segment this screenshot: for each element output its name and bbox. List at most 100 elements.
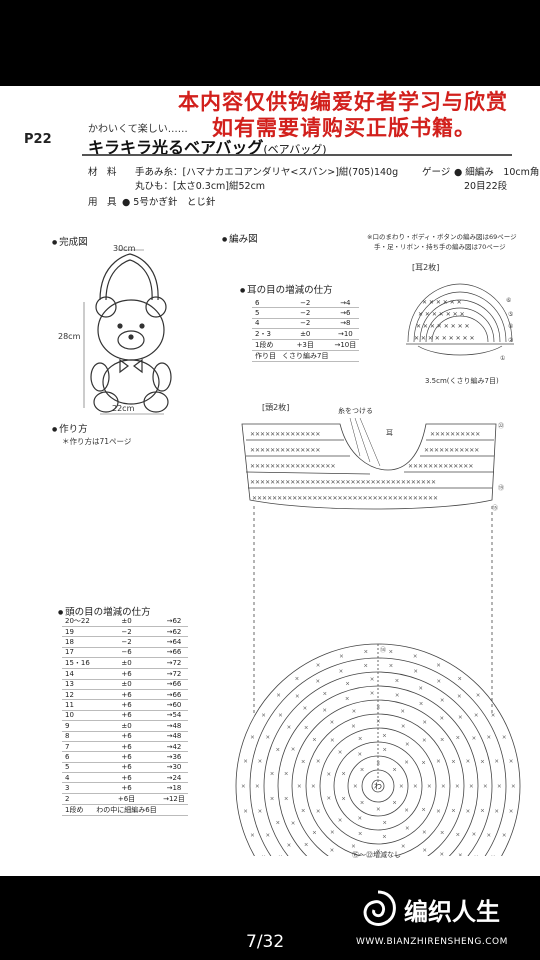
viewer-bottom-bar: 7/32 编织人生 WWW.BIANZHIRENSHENG.COM bbox=[0, 876, 540, 960]
svg-text:✕: ✕ bbox=[276, 821, 281, 827]
svg-text:✕: ✕ bbox=[376, 807, 381, 813]
svg-text:✕: ✕ bbox=[436, 809, 441, 815]
svg-text:✕: ✕ bbox=[364, 650, 369, 656]
svg-text:⑥: ⑥ bbox=[506, 297, 511, 304]
svg-text:✕: ✕ bbox=[502, 833, 507, 839]
svg-text:✕: ✕ bbox=[258, 809, 263, 815]
svg-text:✕: ✕ bbox=[440, 716, 445, 722]
svg-text:✕: ✕ bbox=[399, 784, 404, 790]
svg-text:✕: ✕ bbox=[316, 663, 321, 669]
svg-text:✕: ✕ bbox=[466, 759, 471, 765]
svg-text:✕: ✕ bbox=[250, 735, 255, 741]
svg-text:✕✕✕✕✕✕✕✕✕✕✕✕✕✕✕✕✕: ✕✕✕✕✕✕✕✕✕✕✕✕✕✕✕✕✕ bbox=[250, 463, 335, 470]
head-table-cell: −2 bbox=[93, 626, 160, 638]
svg-text:✕✕✕✕✕✕✕✕✕✕✕✕✕✕: ✕✕✕✕✕✕✕✕✕✕✕✕✕✕ bbox=[250, 431, 320, 438]
svg-text:✕: ✕ bbox=[404, 808, 409, 814]
ear-table-row: 1段め+3目→10目 bbox=[252, 339, 360, 352]
ear-table-cell: +3目 bbox=[279, 339, 332, 352]
ear-table-cell: 5 bbox=[252, 307, 279, 319]
head-table-row: 15・16±0→72 bbox=[62, 657, 188, 670]
title-rule bbox=[82, 154, 512, 156]
head-table-row: 13±0→66 bbox=[62, 679, 188, 690]
svg-text:✕: ✕ bbox=[457, 694, 462, 700]
svg-text:✕: ✕ bbox=[358, 832, 363, 838]
svg-text:✕: ✕ bbox=[270, 772, 275, 778]
head-table-row: 7+6→42 bbox=[62, 741, 188, 753]
ear-table-title: 耳の目の増減の仕方 bbox=[240, 282, 333, 296]
gauge-value-2: 20目22段 bbox=[464, 181, 508, 192]
svg-text:✕: ✕ bbox=[358, 752, 363, 758]
bear-height-dim: 28cm bbox=[58, 332, 81, 341]
ear-table-cell: 1段め bbox=[252, 339, 279, 352]
head-table-cell: ±0 bbox=[93, 657, 160, 670]
head-table-cell: →66 bbox=[160, 689, 188, 701]
svg-text:✕: ✕ bbox=[312, 738, 317, 744]
ear-table-cell: くさり編み7目 bbox=[279, 350, 332, 363]
svg-text:✕✕✕✕✕✕✕✕✕✕✕✕✕✕✕✕✕✕✕✕✕✕✕✕✕✕✕✕✕✕: ✕✕✕✕✕✕✕✕✕✕✕✕✕✕✕✕✕✕✕✕✕✕✕✕✕✕✕✕✕✕✕✕✕✕✕✕✕ bbox=[252, 495, 438, 502]
svg-text:✕: ✕ bbox=[456, 736, 461, 742]
head-table-cell: 17 bbox=[62, 647, 94, 659]
head-table-cell: +6 bbox=[93, 741, 160, 753]
svg-text:✕: ✕ bbox=[382, 733, 387, 739]
svg-text:✕: ✕ bbox=[491, 855, 496, 856]
svg-text:⑤: ⑤ bbox=[508, 311, 513, 318]
head-table-cell: 19 bbox=[62, 626, 94, 638]
svg-text:✕: ✕ bbox=[301, 808, 306, 814]
head-table-cell: →48 bbox=[160, 731, 188, 742]
head-table-cell: +6 bbox=[93, 699, 160, 711]
head-table-row: 11+6→60 bbox=[62, 699, 188, 711]
svg-text:✕: ✕ bbox=[376, 705, 381, 711]
head-table-cell: 10 bbox=[62, 710, 94, 722]
svg-text:✕: ✕ bbox=[436, 759, 441, 765]
head-table-row: 12+6→66 bbox=[62, 689, 188, 701]
svg-text:✕: ✕ bbox=[480, 809, 485, 815]
svg-text:⑭: ⑭ bbox=[380, 646, 386, 654]
gauge-value-1: ● 細編み 10cm角 bbox=[454, 167, 540, 178]
head-table-cell: +6 bbox=[93, 668, 160, 680]
ear-table-row: 作り目くさり編み7目 bbox=[252, 350, 360, 363]
head-table-cell: 20〜22 bbox=[62, 616, 94, 627]
svg-text:✕: ✕ bbox=[266, 833, 271, 839]
head-table-row: 19−2→62 bbox=[62, 626, 188, 638]
head-table-cell: →18 bbox=[160, 782, 188, 794]
head-table-cell: +6 bbox=[93, 772, 160, 784]
svg-text:✕: ✕ bbox=[440, 698, 445, 704]
svg-text:✕: ✕ bbox=[330, 830, 335, 836]
head-table-row: 5+6→30 bbox=[62, 762, 188, 774]
svg-text:✕✕✕✕✕✕✕✕✕✕✕: ✕✕✕✕✕✕✕✕✕✕✕ bbox=[424, 447, 479, 454]
svg-text:✕: ✕ bbox=[261, 855, 266, 856]
svg-text:✕: ✕ bbox=[422, 738, 427, 744]
ear-table-row: 5−2→6 bbox=[252, 307, 360, 319]
head-stitch-chart: ✕✕✕✕✕✕✕✕✕✕✕✕✕✕ ✕✕✕✕✕✕✕✕✕✕✕✕✕✕ ✕✕✕✕✕✕✕✕✕✕… bbox=[235, 417, 521, 856]
svg-text:✕: ✕ bbox=[370, 677, 375, 683]
svg-text:✕: ✕ bbox=[276, 747, 281, 753]
svg-text:✕: ✕ bbox=[295, 694, 300, 700]
head-table-cell: +6 bbox=[93, 710, 160, 722]
head-table-cell: +6 bbox=[93, 689, 160, 701]
svg-text:✕: ✕ bbox=[472, 736, 477, 742]
head-table-cell: 12 bbox=[62, 689, 94, 701]
page-number: P22 bbox=[24, 132, 52, 147]
head-table-cell: →24 bbox=[160, 772, 188, 784]
head-table-cell: −2 bbox=[93, 636, 160, 648]
svg-text:✕: ✕ bbox=[389, 664, 394, 670]
svg-text:✕: ✕ bbox=[427, 784, 432, 790]
ear-table-cell: →8 bbox=[331, 318, 360, 330]
svg-text:✕: ✕ bbox=[341, 771, 346, 777]
head-table-row: 10+6→54 bbox=[62, 710, 188, 722]
svg-text:✕: ✕ bbox=[297, 784, 302, 790]
svg-text:✕: ✕ bbox=[241, 784, 246, 790]
svg-text:⑲: ⑲ bbox=[498, 484, 504, 492]
how-to-note: ＊作り方は71ページ bbox=[62, 437, 132, 446]
svg-text:✕: ✕ bbox=[270, 796, 275, 802]
bear-bag-illustration bbox=[83, 249, 172, 415]
head-table-cell: →66 bbox=[160, 679, 188, 690]
finished-heading: 完成図 bbox=[52, 234, 88, 248]
svg-text:✕✕✕✕✕✕✕✕✕✕✕✕✕: ✕✕✕✕✕✕✕✕✕✕✕✕✕ bbox=[408, 463, 473, 470]
head-table-cell: 4 bbox=[62, 772, 94, 784]
svg-text:✕: ✕ bbox=[304, 725, 309, 731]
tools-label: 用 具 bbox=[88, 197, 117, 208]
svg-text:✕: ✕ bbox=[358, 736, 363, 742]
svg-text:✕: ✕ bbox=[323, 691, 328, 697]
